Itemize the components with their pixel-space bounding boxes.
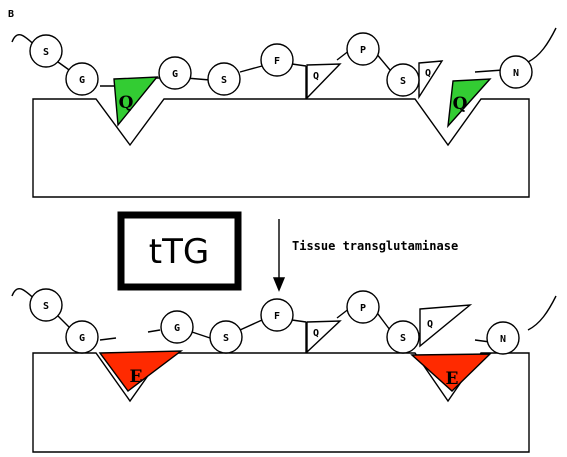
top-residue-1 xyxy=(29,34,63,68)
top-residue-9 xyxy=(386,63,420,97)
bottom-residue-8 xyxy=(346,290,380,324)
ttg-box xyxy=(117,211,242,291)
bottom-label-5: S xyxy=(223,333,229,344)
top-residue-2 xyxy=(65,62,99,96)
bottom-label-4: G xyxy=(174,323,180,334)
bottom-label-3: E xyxy=(130,367,143,387)
bottom-label-2: G xyxy=(79,333,85,344)
bottom-residue-labels: S G E G S F Q P S Q E N xyxy=(43,301,506,389)
bottom-label-12: N xyxy=(500,334,506,345)
bottom-label-1: S xyxy=(43,301,49,312)
top-label-9: S xyxy=(400,76,406,87)
enzyme-caption: Tissue transglutaminase xyxy=(292,239,458,253)
top-residue-6 xyxy=(260,43,294,77)
bottom-residue-6 xyxy=(260,298,294,332)
bottom-label-9: S xyxy=(400,333,406,344)
top-label-6: F xyxy=(274,56,280,67)
bottom-residue-9 xyxy=(386,320,420,354)
top-residue-12 xyxy=(499,55,533,89)
bottom-residue-12 xyxy=(486,321,520,355)
top-label-1: S xyxy=(43,47,49,58)
bottom-e-site-left xyxy=(98,350,184,392)
top-label-2: G xyxy=(79,75,85,86)
top-residue-labels: S G Q G S F Q P S Q Q N xyxy=(43,45,519,114)
bottom-label-11: E xyxy=(446,369,459,389)
ttg-label: tTG xyxy=(149,232,209,272)
bottom-e-site-right xyxy=(410,353,492,392)
top-label-12: N xyxy=(513,68,519,79)
top-label-8: P xyxy=(360,45,366,56)
top-residue-5 xyxy=(207,62,241,96)
top-label-10: Q xyxy=(425,68,431,79)
top-residue-4 xyxy=(158,56,192,90)
bottom-label-10: Q xyxy=(427,319,433,330)
bottom-label-7: Q xyxy=(313,328,319,339)
bottom-residue-5 xyxy=(209,320,243,354)
top-hla-block xyxy=(32,98,530,198)
top-q-tri-1 xyxy=(306,63,342,100)
bottom-residue-4 xyxy=(160,310,194,344)
top-label-7: Q xyxy=(313,71,319,82)
bottom-label-6: F xyxy=(274,311,280,322)
top-residue-8 xyxy=(346,32,380,66)
top-label-3: Q xyxy=(119,93,134,113)
top-label-4: G xyxy=(172,69,178,80)
bottom-q-tri-2 xyxy=(419,304,473,348)
top-label-11: Q xyxy=(453,94,468,114)
panel-label: B xyxy=(8,9,14,20)
down-arrow xyxy=(272,219,286,292)
bottom-q-tri-1 xyxy=(306,320,342,354)
top-q-site-left xyxy=(113,76,159,127)
bottom-panel xyxy=(11,288,557,453)
top-q-tri-2 xyxy=(418,60,444,100)
bottom-label-8: P xyxy=(360,303,366,314)
bottom-residue-1 xyxy=(29,288,63,322)
top-q-site-right xyxy=(447,78,492,129)
bottom-residue-2 xyxy=(65,320,99,354)
top-label-5: S xyxy=(221,75,227,86)
bottom-hla-block xyxy=(32,352,530,453)
top-panel xyxy=(11,27,557,198)
